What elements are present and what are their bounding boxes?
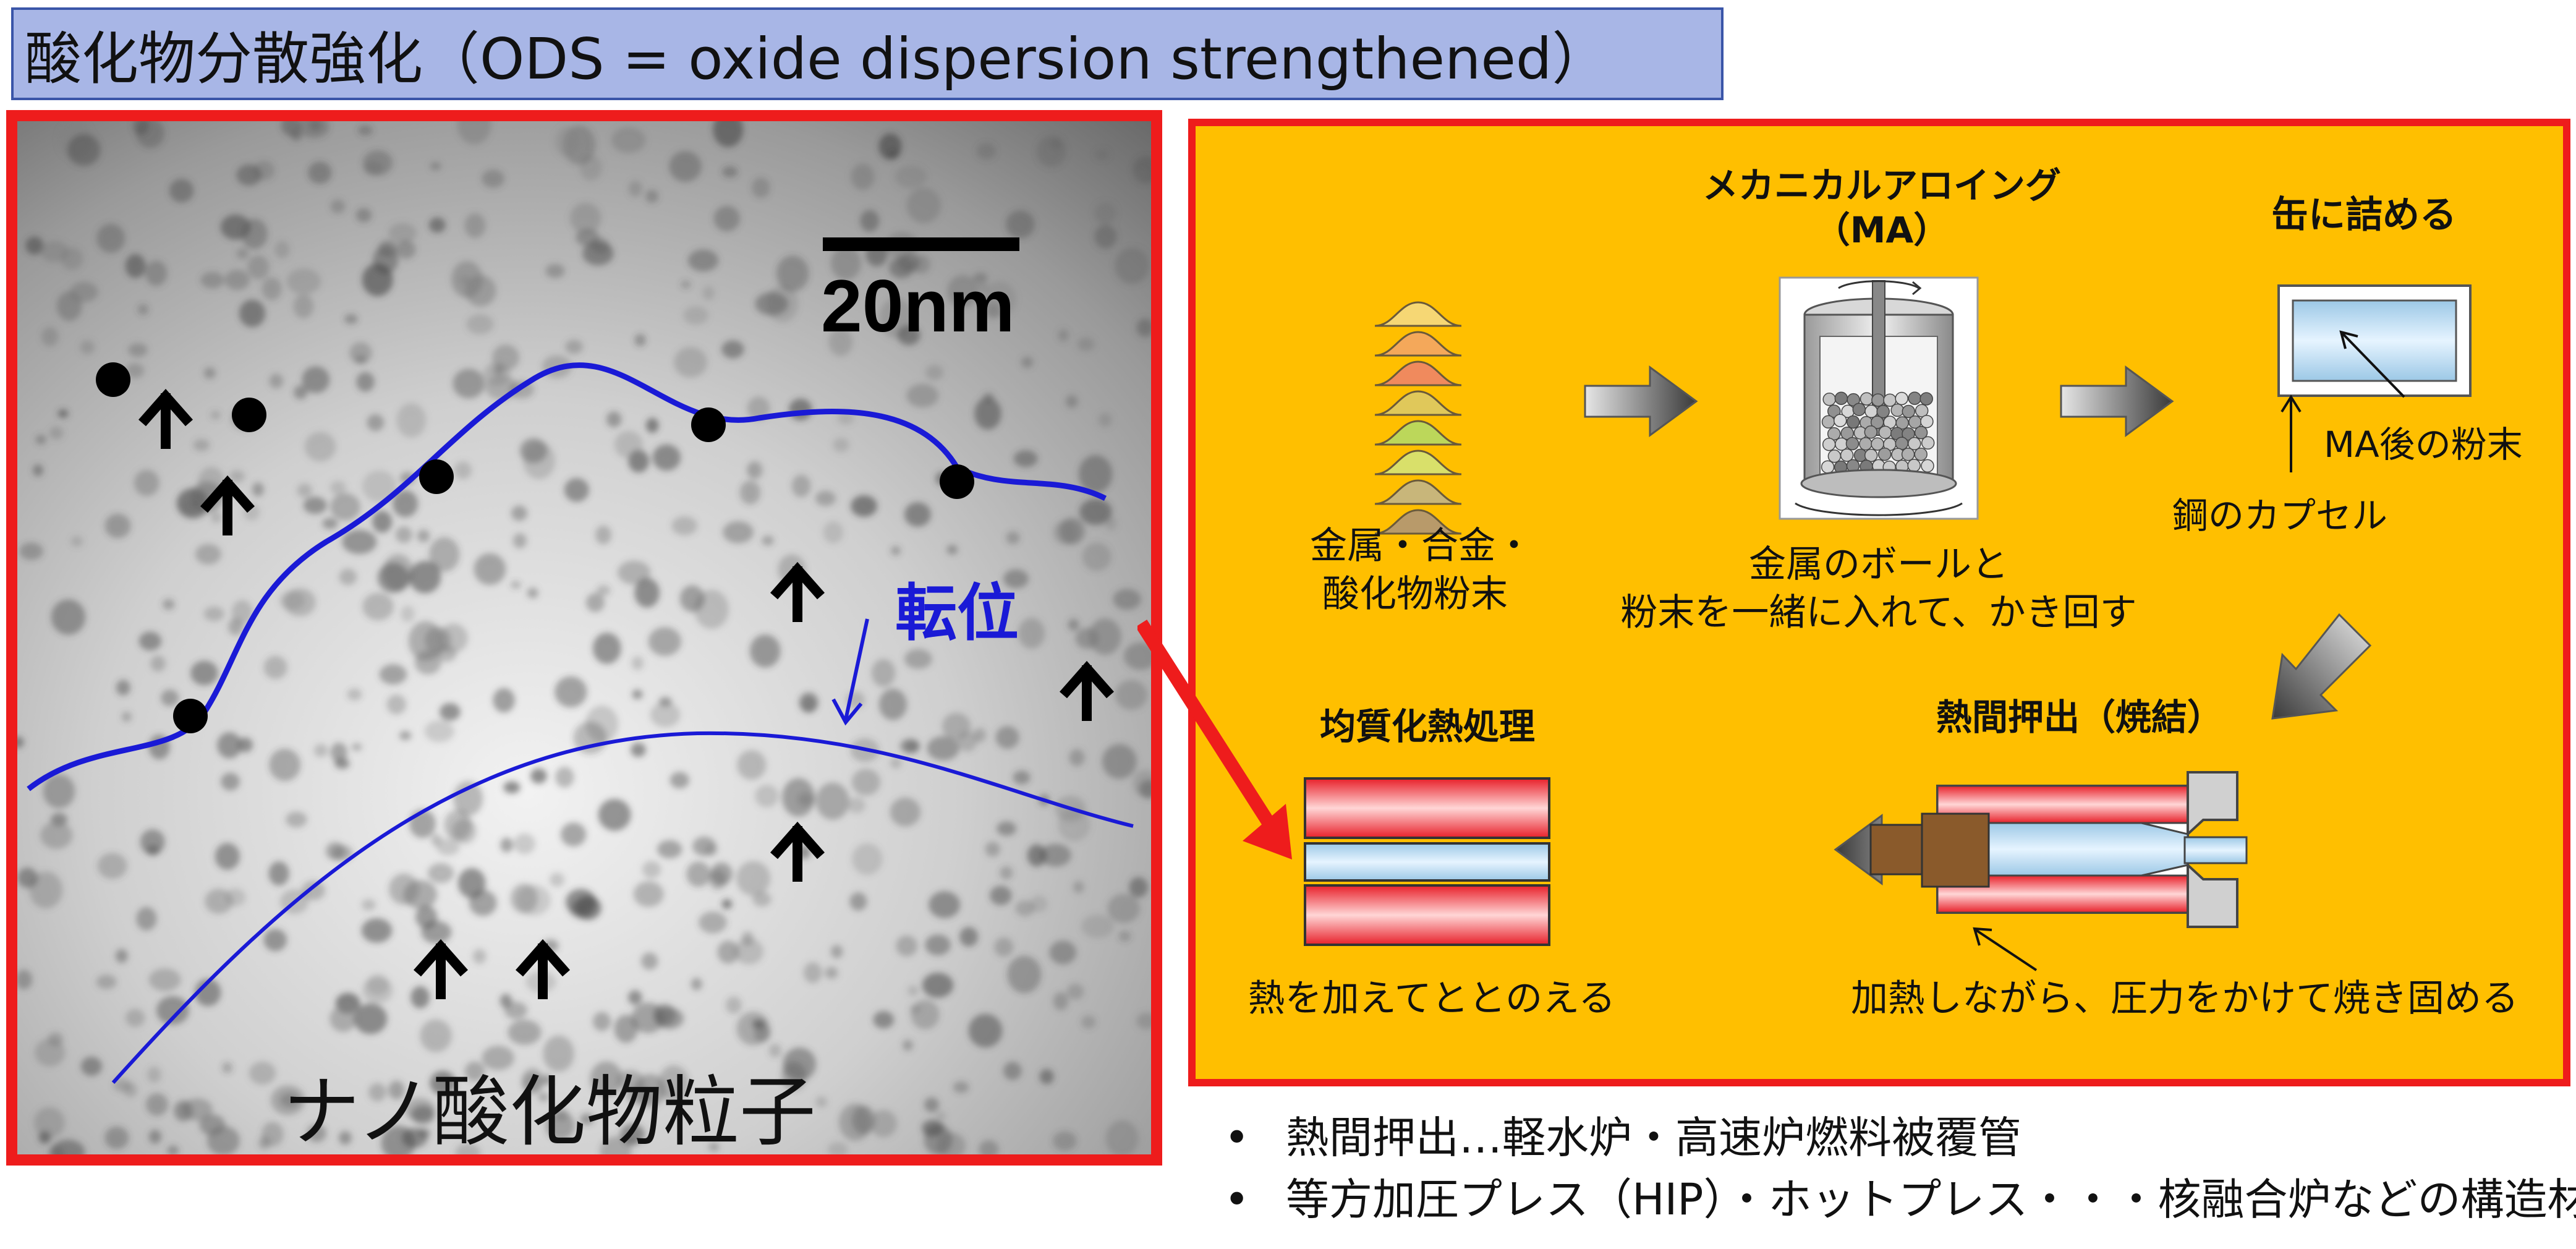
bullet-text: 等方加圧プレス（HIP）・ホットプレス・・・核融合炉などの構造材 xyxy=(1286,1174,2576,1225)
scale-bar xyxy=(823,237,1019,251)
step2-caption: 金属のボールと粉末を一緒に入れて、かき回す xyxy=(1620,543,2137,634)
bullet-item: • 等方加圧プレス（HIP）・ホットプレス・・・核融合炉などの構造材 xyxy=(1212,1169,2576,1230)
process-panel: 金属・合金・酸化物粉末 メカニカルアロイング（MA） 金属のボールと粉末を一緒に… xyxy=(1188,119,2570,1086)
particle-label: ナノ酸化物粒子 xyxy=(283,1068,816,1154)
flow-arrow-2 xyxy=(2060,365,2174,437)
steel-capsule-icon xyxy=(2277,284,2472,472)
pinned-particles xyxy=(96,362,974,733)
step4-caption: 加熱しながら、圧力をかけて焼き固める xyxy=(1851,977,2519,1020)
flow-arrow-3 xyxy=(2271,613,2372,720)
dislocation-label: 転位 xyxy=(895,577,1019,649)
page-title: 酸化物分散強化（ODS = oxide dispersion strengthe… xyxy=(11,7,1724,100)
step5-caption: 熱を加えてととのえる xyxy=(1248,977,1616,1020)
motion-arrows xyxy=(138,388,1114,999)
bullet-text: 熱間押出…軽水炉・高速炉燃料被覆管 xyxy=(1286,1112,2021,1163)
step3-caption-inner: MA後の粉末 xyxy=(2324,424,2523,466)
step1-label: 金属・合金・酸化物粉末 xyxy=(1310,524,1532,616)
micrograph-panel: 20nm 転位 ナノ酸化物粒子 xyxy=(6,110,1162,1166)
homogenized-rod-icon xyxy=(1304,777,1550,946)
step2-title: メカニカルアロイング（MA） xyxy=(1702,164,2061,251)
scale-bar-label: 20nm xyxy=(821,265,1014,347)
flow-arrow-1 xyxy=(1584,365,1698,437)
bullet-dot: • xyxy=(1224,1112,1250,1163)
step3-caption-outer: 鋼のカプセル xyxy=(2172,495,2388,537)
step4-title: 熱間押出（焼結） xyxy=(1936,696,2223,738)
process-diagram xyxy=(1304,276,2472,971)
step5-title: 均質化熱処理 xyxy=(1319,705,1535,748)
dislocation-line-lower xyxy=(111,731,1134,1085)
application-bullets: • 熱間押出…軽水炉・高速炉燃料被覆管 • 等方加圧プレス（HIP）・ホットプレ… xyxy=(1212,1107,2576,1230)
connector-arrow xyxy=(1137,620,1292,859)
step3-title: 缶に詰める xyxy=(2271,194,2457,237)
dislocation-pointer-head xyxy=(831,698,863,726)
connector-arrow-shaft xyxy=(1137,620,1277,829)
attritor-mill-icon xyxy=(1779,276,1979,520)
bullet-dot: • xyxy=(1224,1174,1250,1225)
bullet-item: • 熱間押出…軽水炉・高速炉燃料被覆管 xyxy=(1212,1107,2576,1169)
micrograph-image: 20nm 転位 ナノ酸化物粒子 xyxy=(17,121,1151,1154)
connector-arrow-head xyxy=(1243,804,1292,859)
page-title-text: 酸化物分散強化（ODS = oxide dispersion strengthe… xyxy=(25,25,1609,92)
particle-speckles xyxy=(17,121,1151,1154)
extrusion-press-icon xyxy=(1869,771,2248,971)
dislocation-pointer xyxy=(844,618,869,720)
powder-stack-icon xyxy=(1374,301,1462,535)
